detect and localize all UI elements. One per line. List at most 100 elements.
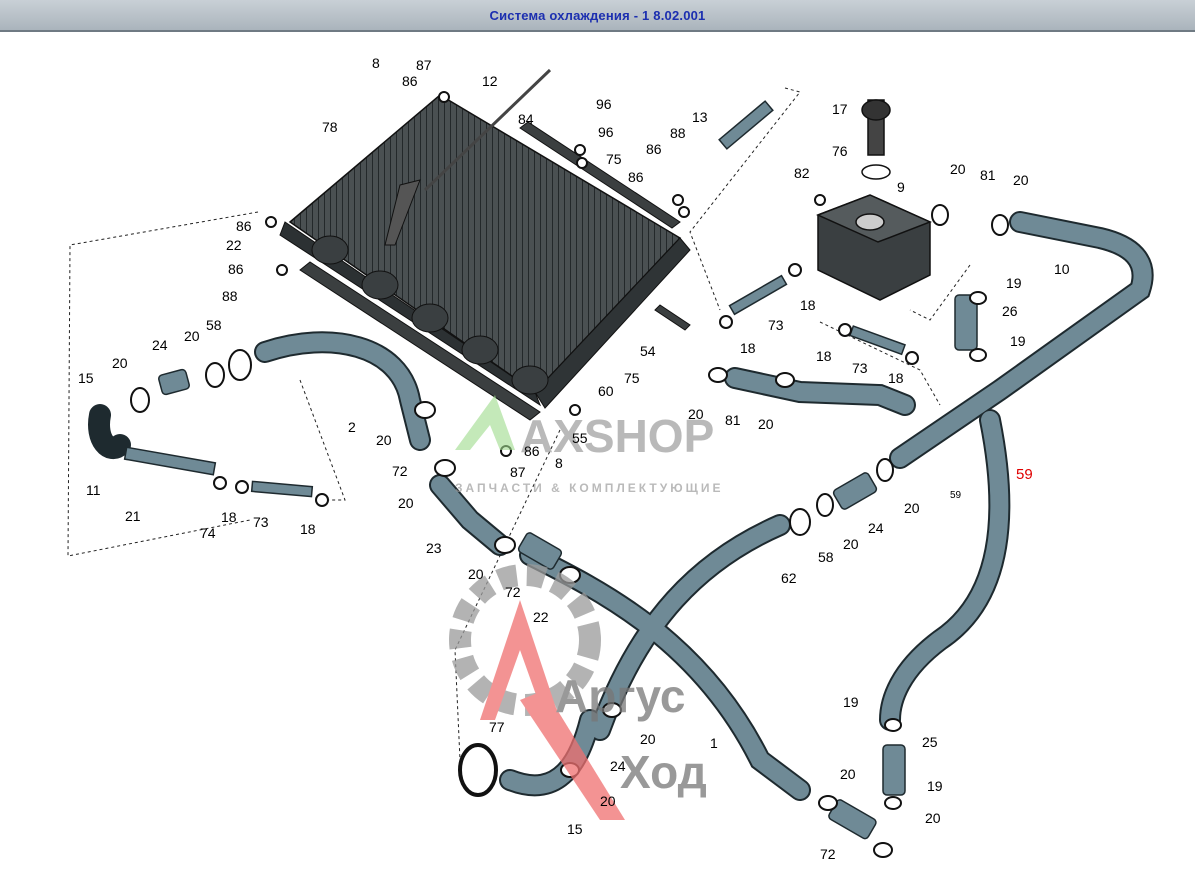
callout-label: 18 xyxy=(816,348,832,364)
callout-label: 20 xyxy=(640,731,656,747)
callout-label: 54 xyxy=(640,343,656,359)
callout-label: 2 xyxy=(348,419,356,435)
window-title: Система охлаждения - 1 8.02.001 xyxy=(489,8,706,23)
callout-label: 18 xyxy=(221,509,237,525)
callout-label: 62 xyxy=(781,570,797,586)
callout-label: 20 xyxy=(468,566,484,582)
callout-label: 20 xyxy=(600,793,616,809)
callout-label: 20 xyxy=(184,328,200,344)
callout-label: 86 xyxy=(402,73,418,89)
callout-label: 86 xyxy=(524,443,540,459)
callout-label: 59 xyxy=(950,490,962,501)
callout-label: 17 xyxy=(832,101,848,117)
callout-label: 58 xyxy=(206,317,222,333)
callout-label: 20 xyxy=(843,536,859,552)
callout-label: 8 xyxy=(555,455,563,471)
callout-label: 72 xyxy=(392,463,408,479)
callout-label: 86 xyxy=(236,218,252,234)
callout-label: 84 xyxy=(518,111,534,127)
callout-label: 87 xyxy=(416,57,432,73)
callout-label: 72 xyxy=(505,584,521,600)
callout-label: 75 xyxy=(624,370,640,386)
callout-label: 13 xyxy=(692,109,708,125)
callout-label: 12 xyxy=(482,73,498,89)
callout-label: 20 xyxy=(688,406,704,422)
callout-label: 20 xyxy=(376,432,392,448)
watermark-axshop-text: AXSHOP xyxy=(520,410,714,462)
watermark-axshop-subtitle: ЗАПЧАСТИ & КОМПЛЕКТУЮЩИЕ xyxy=(455,481,723,495)
callout-label: 74 xyxy=(200,525,216,541)
callout-label: 81 xyxy=(725,412,741,428)
callout-label: 25 xyxy=(922,734,938,750)
callout-label: 86 xyxy=(228,261,244,277)
watermark-argus: Аргус Ход xyxy=(449,564,707,820)
callout-label: 78 xyxy=(322,119,338,135)
callout-label: 20 xyxy=(1013,172,1029,188)
callout-label: 60 xyxy=(598,383,614,399)
callout-label: 23 xyxy=(426,540,442,556)
callout-label: 58 xyxy=(818,549,834,565)
hoses xyxy=(88,211,1154,801)
callout-label: 73 xyxy=(852,360,868,376)
callout-label: 75 xyxy=(606,151,622,167)
callout-label: 55 xyxy=(572,430,588,446)
window-titlebar: Система охлаждения - 1 8.02.001 xyxy=(0,0,1195,32)
callout-label: 19 xyxy=(927,778,943,794)
washers xyxy=(213,91,919,507)
callout-label: 19 xyxy=(843,694,859,710)
callout-label: 96 xyxy=(596,96,612,112)
watermark-argus-text: Аргус xyxy=(555,670,686,722)
callout-label: 20 xyxy=(758,416,774,432)
callout-label: 8 xyxy=(372,55,380,71)
callout-labels: 8 87 86 12 78 84 96 96 75 13 88 86 86 17… xyxy=(78,55,1070,862)
watermark-axshop: AXSHOP ЗАПЧАСТИ & КОМПЛЕКТУЮЩИЕ xyxy=(455,395,723,495)
callout-label: 15 xyxy=(78,370,94,386)
callout-label: 22 xyxy=(226,237,242,253)
callout-label: 20 xyxy=(950,161,966,177)
callout-label: 18 xyxy=(740,340,756,356)
callout-label: 24 xyxy=(868,520,884,536)
callout-label: 26 xyxy=(1002,303,1018,319)
callout-label: 73 xyxy=(253,514,269,530)
callout-label: 88 xyxy=(670,125,686,141)
callout-label: 24 xyxy=(610,758,626,774)
callout-label: 20 xyxy=(112,355,128,371)
callout-label: 19 xyxy=(1010,333,1026,349)
callout-label: 11 xyxy=(86,482,101,498)
callout-label: 72 xyxy=(820,846,836,862)
callout-label: 20 xyxy=(398,495,414,511)
callout-label: 81 xyxy=(980,167,996,183)
radiator xyxy=(279,68,691,409)
callout-label: 86 xyxy=(646,141,662,157)
callout-label: 21 xyxy=(125,508,141,524)
callout-label: 24 xyxy=(152,337,168,353)
callout-label: 9 xyxy=(897,179,905,195)
callout-label: 15 xyxy=(567,821,583,837)
callout-label: 73 xyxy=(768,317,784,333)
diagram-canvas: AXSHOP ЗАПЧАСТИ & КОМПЛЕКТУЮЩИЕ Аргус Хо… xyxy=(67,55,1154,862)
callout-label-highlight: 59 xyxy=(1016,466,1033,483)
callout-label: 87 xyxy=(510,464,526,480)
callout-label: 18 xyxy=(800,297,816,313)
cooling-system-diagram: AXSHOP ЗАПЧАСТИ & КОМПЛЕКТУЮЩИЕ Аргус Хо… xyxy=(0,33,1195,886)
callout-label: 76 xyxy=(832,143,848,159)
callout-label: 20 xyxy=(904,500,920,516)
callout-label: 77 xyxy=(489,719,505,735)
callout-label: 19 xyxy=(1006,275,1022,291)
callout-label: 20 xyxy=(840,766,856,782)
callout-label: 96 xyxy=(598,124,614,140)
callout-label: 20 xyxy=(925,810,941,826)
callout-label: 18 xyxy=(300,521,316,537)
mounting-strips xyxy=(299,121,691,421)
clamps xyxy=(130,204,1009,858)
pipe-segments xyxy=(123,100,978,840)
callout-label: 1 xyxy=(710,735,718,751)
callout-label: 88 xyxy=(222,288,238,304)
expansion-tank xyxy=(816,99,932,301)
callout-label: 22 xyxy=(533,609,549,625)
callout-label: 10 xyxy=(1054,261,1070,277)
callout-label: 82 xyxy=(794,165,810,181)
callout-label: 18 xyxy=(888,370,904,386)
watermark-argus-subtitle: Ход xyxy=(620,746,707,798)
callout-label: 86 xyxy=(628,169,644,185)
